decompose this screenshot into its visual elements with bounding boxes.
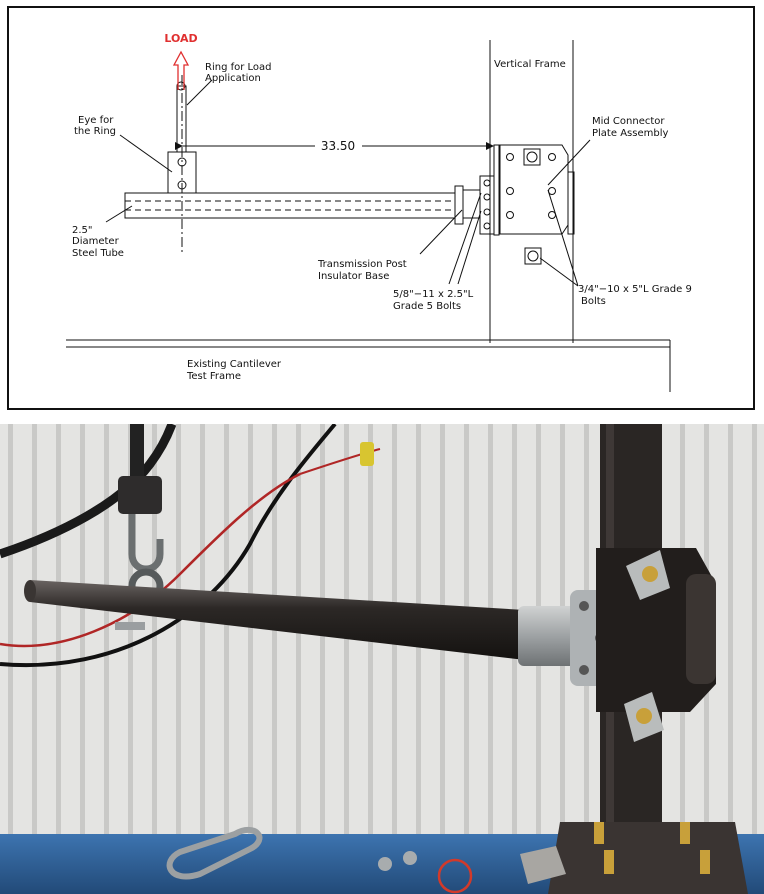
- wall-rib: [224, 424, 229, 834]
- plate-hole: [506, 211, 514, 219]
- bolts58-label-line2: Grade 5 Bolts: [393, 301, 461, 312]
- mid-connector-label-line1: Mid Connector: [592, 116, 665, 127]
- eye-label-line2: the Ring: [74, 126, 116, 137]
- plate-side: [567, 171, 575, 235]
- tube-label-line2: Diameter: [72, 236, 120, 247]
- flange-bolt: [579, 665, 589, 675]
- bolt-nut: [642, 566, 658, 582]
- mid-connector-label-line2: Plate Assembly: [592, 128, 668, 139]
- insulator-base-photo: [518, 606, 576, 666]
- base-plate: [548, 822, 748, 894]
- wall-rib: [152, 424, 157, 834]
- loose-washer: [520, 846, 566, 884]
- wall-rib: [752, 424, 757, 834]
- leader-bolts34: [547, 189, 579, 287]
- dimension-label: 33.50: [321, 139, 355, 153]
- bolt-nut: [636, 708, 652, 724]
- square-washer: [523, 148, 541, 166]
- plate-hole: [506, 187, 514, 195]
- ring-top: [176, 81, 186, 91]
- insulator-bolt: [483, 222, 491, 230]
- plate-edge: [493, 144, 500, 236]
- red-cable: [0, 472, 301, 648]
- steel-tube-photo: [30, 580, 525, 660]
- existing-frame-label-line1: Existing Cantilever: [187, 359, 282, 370]
- technical-drawing-panel: LOAD Ring for Load Application Eye for t…: [0, 0, 764, 418]
- wall-rib: [728, 424, 733, 834]
- loose-nut: [403, 851, 417, 865]
- wall-rib: [8, 424, 13, 834]
- plate-hole: [548, 153, 556, 161]
- plate-hole: [506, 153, 514, 161]
- tube-label-line3: Steel Tube: [72, 248, 124, 259]
- leader-bolts58: [448, 192, 482, 285]
- test-setup-photo: [0, 424, 764, 894]
- bolts34-label-line2: Bolts: [581, 296, 606, 307]
- eye-clamp: [115, 622, 145, 630]
- load-cable-hanger: [130, 424, 144, 479]
- photo-svg: [0, 424, 764, 894]
- tube-end: [24, 580, 36, 602]
- bolts34-label-line1: 3/4"−10 x 5"L Grade 9: [578, 284, 692, 295]
- drawing-svg: LOAD Ring for Load Application Eye for t…: [66, 32, 692, 392]
- wall-rib: [176, 424, 181, 834]
- leader-insulator: [419, 209, 463, 255]
- load-cell: [118, 476, 162, 514]
- leader-ring: [186, 79, 213, 106]
- back-flange-photo: [686, 574, 716, 684]
- wall-rib: [80, 424, 85, 834]
- flange-bolt: [579, 601, 589, 611]
- bolt-head: [527, 250, 539, 262]
- insulator-bolt: [483, 193, 491, 201]
- leader-bolts34: [539, 257, 579, 287]
- insulator-label-line1: Transmission Post: [317, 259, 407, 270]
- square-washer: [524, 247, 542, 265]
- yellow-connector: [360, 442, 374, 466]
- tube-label-line1: 2.5": [72, 225, 93, 236]
- wall-rib: [32, 424, 37, 834]
- insulator-bolt: [483, 208, 491, 216]
- black-cable: [0, 424, 337, 668]
- clevis-part: [166, 826, 263, 880]
- leader-eye: [119, 134, 173, 173]
- existing-frame-label-line2: Test Frame: [186, 371, 241, 382]
- leader-bolts58: [457, 210, 482, 285]
- wall-rib: [104, 424, 109, 834]
- wall-rib: [248, 424, 253, 834]
- red-snap-ring: [437, 858, 473, 894]
- leader-tube: [105, 205, 133, 223]
- eye-label-line1: Eye for: [78, 115, 114, 126]
- drawing-border: [7, 6, 755, 410]
- vertical-frame-label: Vertical Frame: [494, 59, 566, 70]
- wall-rib: [56, 424, 61, 834]
- ring-label-line2: Application: [205, 73, 261, 84]
- load-arrow: [172, 50, 190, 90]
- leader-mid-connector: [547, 139, 591, 186]
- bolt-head: [526, 151, 538, 163]
- insulator-label-line2: Insulator Base: [318, 271, 389, 282]
- loose-nut: [378, 857, 392, 871]
- load-label: LOAD: [164, 32, 197, 45]
- ring-label-line1: Ring for Load: [205, 62, 272, 73]
- wall-rib: [200, 424, 205, 834]
- anchor-bolts: [594, 822, 710, 874]
- insulator-bolt: [483, 179, 491, 187]
- bolts58-label-line1: 5/8"−11 x 2.5"L: [393, 289, 474, 300]
